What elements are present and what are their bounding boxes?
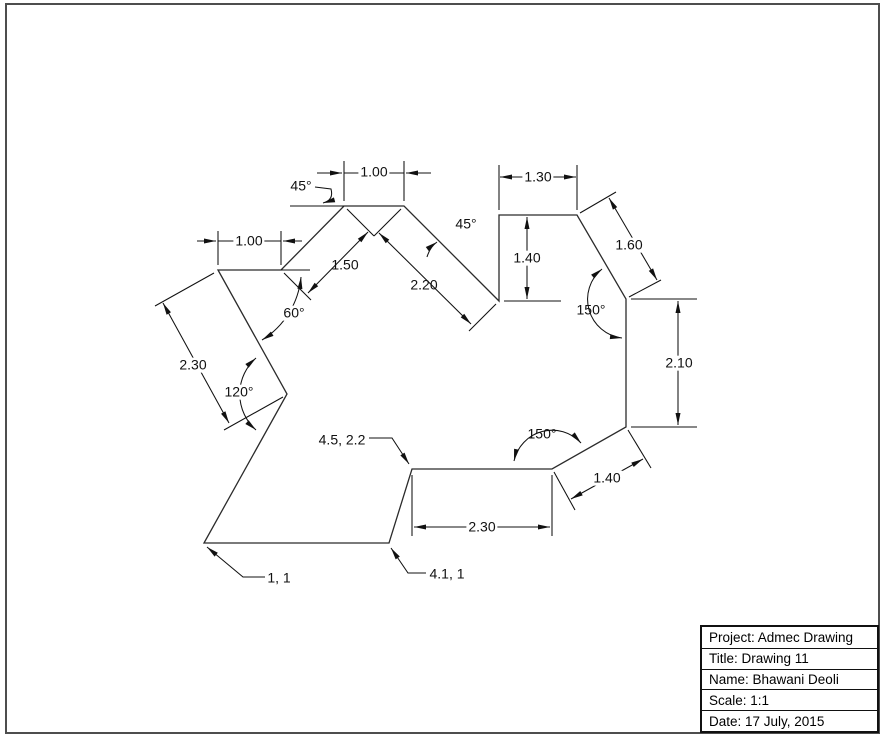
leader-lines bbox=[206, 186, 438, 578]
angle-label-lower-150: 150° bbox=[527, 425, 557, 442]
dim-label-left-slant: 2.30 bbox=[177, 356, 209, 373]
coord-label-mid-left: 4.5, 2.2 bbox=[318, 431, 366, 448]
dim-label-left-width: 1.00 bbox=[233, 232, 265, 249]
title-block-row-title: Title: Drawing 11 bbox=[702, 647, 877, 669]
dim-label-seg-1-50: 1.50 bbox=[331, 256, 359, 273]
reference-lines bbox=[281, 205, 344, 271]
angle-label-mid-45: 45° bbox=[455, 215, 477, 232]
coord-label-origin: 1, 1 bbox=[267, 569, 291, 586]
dim-label-seg-2-20: 2.20 bbox=[410, 276, 438, 293]
dim-label-lower-right-slant: 1.40 bbox=[591, 469, 623, 486]
title-block-row-scale: Scale: 1:1 bbox=[702, 689, 877, 710]
dim-label-notch-height: 1.40 bbox=[511, 249, 543, 266]
dim-label-bottom-width: 2.30 bbox=[466, 518, 498, 535]
shape-outline bbox=[202, 205, 627, 544]
angle-label-120: 120° bbox=[222, 383, 256, 400]
dim-label-top-right-width: 1.30 bbox=[522, 168, 554, 185]
title-block: Project: Admec Drawing Title: Drawing 11… bbox=[700, 625, 879, 733]
dim-label-seg-1-60: 1.60 bbox=[613, 236, 645, 253]
angle-arcs bbox=[239, 268, 623, 462]
angle-label-upper-right-150: 150° bbox=[576, 301, 606, 318]
title-block-row-date: Date: 17 July, 2015 bbox=[702, 710, 877, 731]
dimension-stubs bbox=[197, 170, 431, 244]
coord-label-bottom-right: 4.1, 1 bbox=[429, 565, 465, 582]
dim-label-top-width: 1.00 bbox=[358, 163, 390, 180]
angle-label-top-left-45: 45° bbox=[290, 177, 312, 194]
title-block-row-name: Name: Bhawani Deoli bbox=[702, 668, 877, 690]
angle-label-60: 60° bbox=[281, 304, 307, 321]
page-border bbox=[5, 3, 880, 734]
title-block-row-project: Project: Admec Drawing bbox=[709, 629, 854, 645]
dim-label-right-height: 2.10 bbox=[663, 354, 695, 371]
